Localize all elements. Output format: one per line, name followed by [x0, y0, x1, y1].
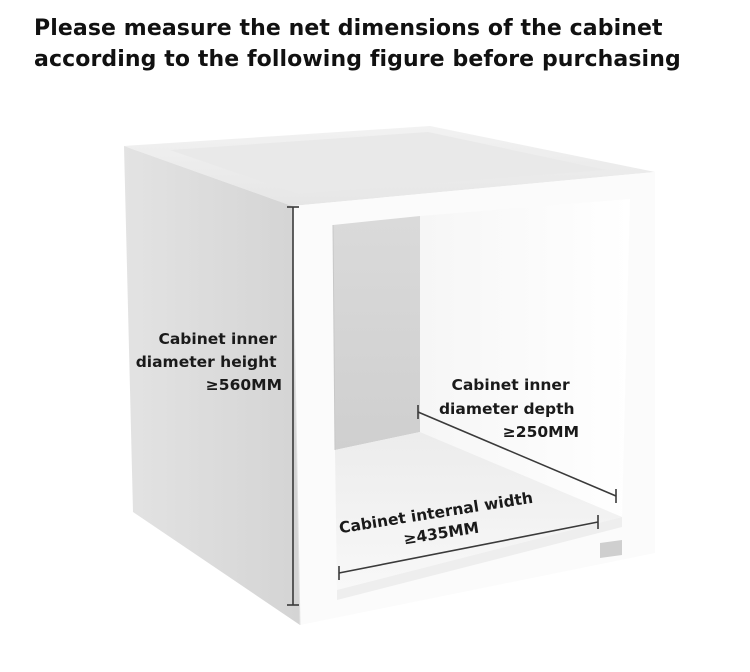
depth-label: Cabinet inner diameter depth ≥250MM [439, 376, 580, 441]
heading-line-2: according to the following figure before… [34, 47, 681, 72]
depth-label-line-2: diameter depth [439, 400, 575, 418]
cabinet-interior-floor [335, 432, 622, 590]
depth-dimension [417, 405, 617, 503]
cabinet-interior-back-wall [333, 216, 420, 450]
cabinet-foot-recess [600, 540, 622, 558]
cabinet-front-bottom-edge [337, 517, 622, 600]
height-label: Cabinet inner diameter height ≥560MM [136, 330, 282, 394]
height-dimension [287, 206, 299, 606]
page-heading: Please measure the net dimensions of the… [34, 13, 724, 75]
heading-line-1: Please measure the net dimensions of the… [34, 16, 663, 41]
height-label-line-2: diameter height [136, 353, 277, 371]
cabinet-top-inner [170, 132, 606, 194]
width-dimension [338, 515, 599, 580]
height-label-line-1: Cabinet inner [158, 330, 276, 348]
depth-label-value: ≥250MM [503, 423, 579, 441]
cabinet-interior-right-wall [420, 199, 630, 517]
depth-label-line-1: Cabinet inner [451, 376, 569, 394]
height-label-value: ≥560MM [206, 376, 282, 394]
cabinet-left-side-panel [124, 146, 300, 625]
